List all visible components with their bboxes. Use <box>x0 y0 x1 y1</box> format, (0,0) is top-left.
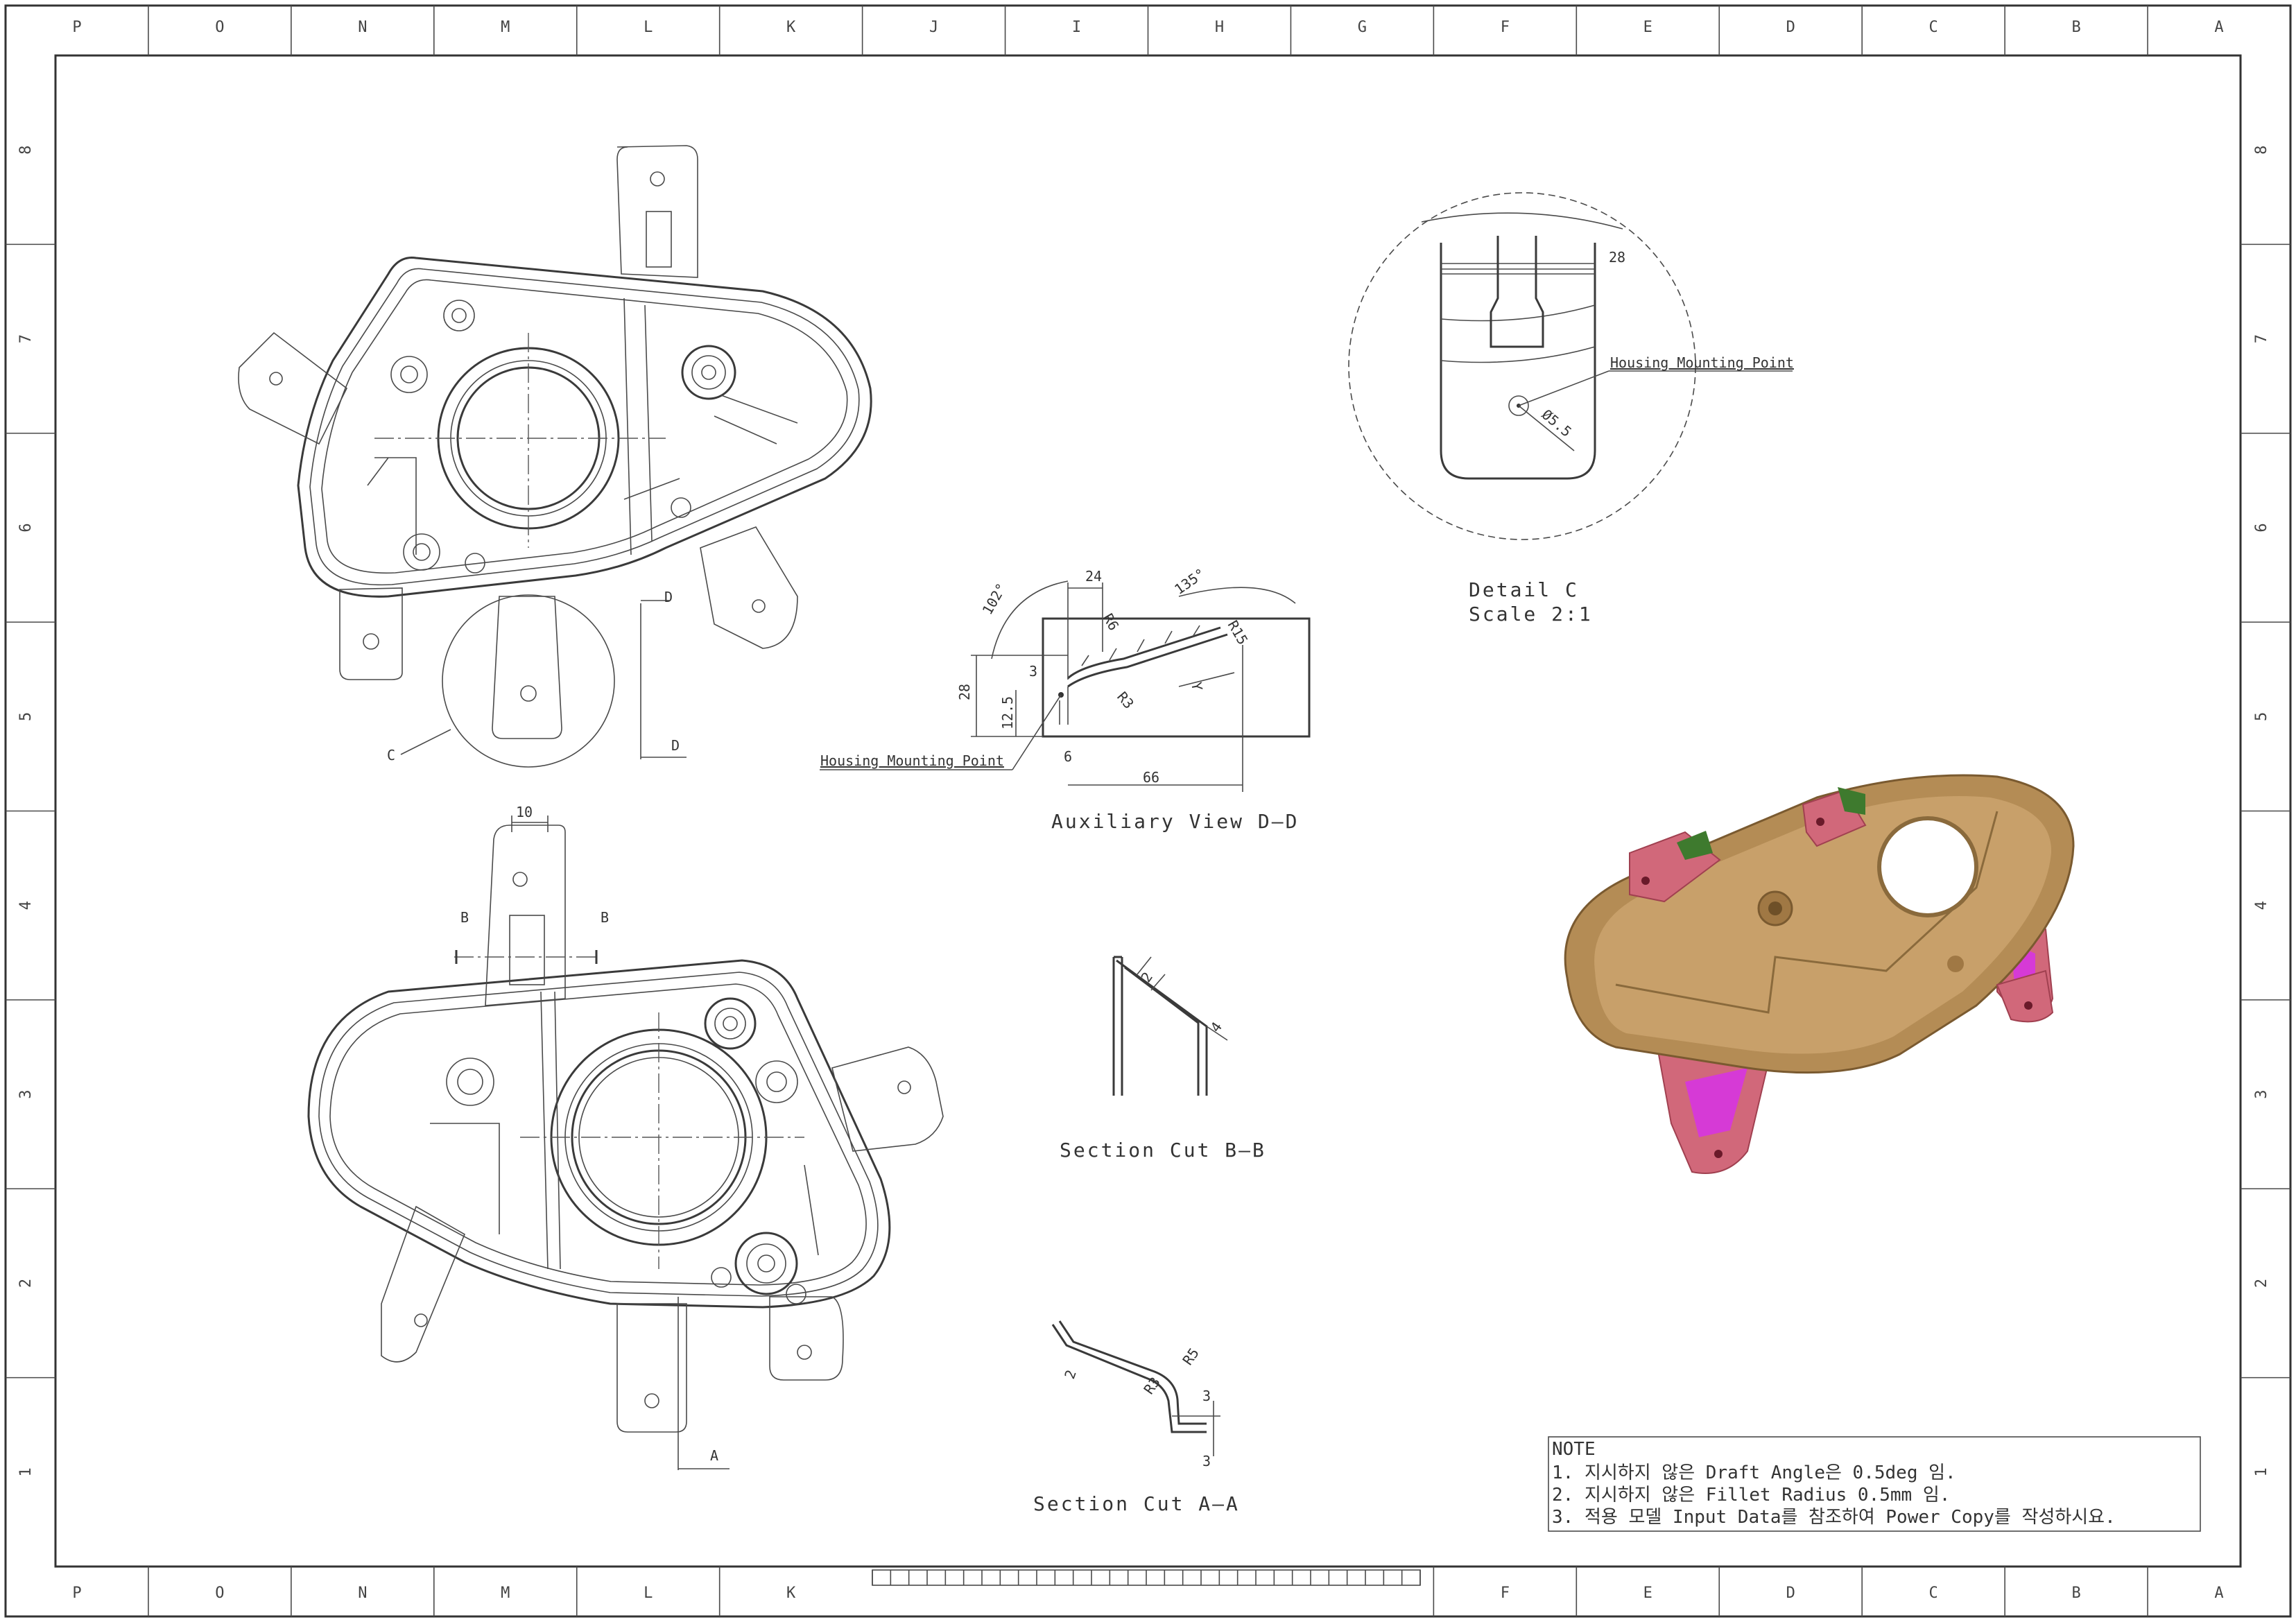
zone-number-left: 5 <box>17 712 35 721</box>
bottom-view: 10 B B A <box>307 804 944 1470</box>
zone-letter-top: M <box>501 19 510 36</box>
zone-number-right: 8 <box>2253 146 2270 155</box>
zone-letter-bottom: B <box>2071 1585 2080 1602</box>
section-aa-dim-3a: 3 <box>1202 1388 1211 1404</box>
zone-number-left: 7 <box>17 334 35 343</box>
zone-number-left: 2 <box>17 1279 35 1288</box>
zone-number-left: 3 <box>17 1089 35 1098</box>
zone-letter-bottom: F <box>1501 1585 1510 1602</box>
zone-number-left: 8 <box>17 146 35 155</box>
section-d-marker-bottom: D <box>671 737 680 754</box>
zone-number-left: 4 <box>17 901 35 910</box>
section-bb-title: Section Cut B–B <box>1060 1139 1266 1162</box>
zone-letter-bottom: L <box>644 1585 653 1602</box>
detail-c-boundary <box>442 594 615 768</box>
aux-dim-r3: R3 <box>1114 689 1137 712</box>
aux-dim-102: 102° <box>979 580 1010 618</box>
zone-letter-bottom: A <box>2214 1585 2223 1602</box>
aux-dim-6: 6 <box>1064 748 1072 765</box>
zone-letter-top: K <box>786 19 796 36</box>
section-aa-dim-r5: R5 <box>1179 1345 1202 1368</box>
zone-letter-top: N <box>358 19 367 36</box>
section-bb-dim-4: 4 <box>1207 1019 1225 1035</box>
section-aa-view: 2 R3 R5 3 3 Section Cut A–A <box>1033 1320 1240 1515</box>
isometric-render <box>1564 774 2075 1174</box>
section-aa-dim-2: 2 <box>1061 1368 1080 1381</box>
section-aa-dim-3b: 3 <box>1202 1453 1211 1469</box>
zone-number-right: 5 <box>2253 712 2270 721</box>
notes-block: NOTE 1. 지시하지 않은 Draft Angle은 0.5deg 임. 2… <box>1548 1436 2201 1532</box>
section-b-marker-left: B <box>460 909 469 926</box>
notes-heading: NOTE <box>1552 1439 1596 1460</box>
scale-ruler <box>872 1569 1421 1586</box>
aux-dim-r15: R15 <box>1225 618 1252 648</box>
detail-c-scale: Scale 2:1 <box>1469 603 1593 625</box>
zone-letter-top: L <box>644 19 653 36</box>
zone-letter-top: O <box>215 19 224 36</box>
aux-dim-24: 24 <box>1085 568 1102 585</box>
zone-number-right: 4 <box>2253 901 2270 910</box>
aux-dim-135: 135° <box>1171 565 1208 598</box>
zone-letter-top: I <box>1072 19 1081 36</box>
aux-leader-label: Housing Mounting Point <box>820 752 1004 769</box>
note-line-1: 1. 지시하지 않은 Draft Angle은 0.5deg 임. <box>1552 1463 1956 1483</box>
zone-number-right: 7 <box>2253 334 2270 343</box>
zone-letter-bottom: D <box>1786 1585 1795 1602</box>
bottom-view-dim-width: 10 <box>516 804 533 820</box>
zone-letter-top: C <box>1929 19 1938 36</box>
section-b-marker-right: B <box>601 909 609 926</box>
note-line-3: 3. 적용 모델 Input Data를 참조하여 Power Copy를 작성… <box>1552 1507 2116 1528</box>
zone-number-right: 6 <box>2253 523 2270 532</box>
detail-c-title: Detail C <box>1469 578 1579 601</box>
detail-c-dim-28: 28 <box>1609 249 1625 266</box>
zone-letter-top: B <box>2071 19 2080 36</box>
zone-letter-bottom: E <box>1643 1585 1652 1602</box>
zone-letter-top: E <box>1643 19 1652 36</box>
zone-letter-top: P <box>72 19 81 36</box>
aux-dim-y: Y <box>1188 681 1206 692</box>
section-a-marker: A <box>710 1447 718 1464</box>
top-view: C D D <box>238 145 872 768</box>
zone-number-right: 3 <box>2253 1089 2270 1098</box>
zone-letter-bottom: O <box>215 1585 224 1602</box>
zone-number-left: 1 <box>17 1467 35 1476</box>
zone-letter-top: J <box>929 19 938 36</box>
zone-letter-bottom: C <box>1929 1585 1938 1602</box>
section-bb-view: 2 4 Section Cut B–B <box>1060 956 1266 1162</box>
section-d-marker-top: D <box>664 589 673 605</box>
zone-letter-top: G <box>1358 19 1367 36</box>
detail-c-leader: Housing Mounting Point <box>1610 354 1794 371</box>
zone-letter-top: A <box>2214 19 2223 36</box>
aux-dim-28: 28 <box>956 684 973 700</box>
detail-c-marker: C <box>387 747 395 763</box>
auxiliary-view-dd: Housing Mounting Point 24 102° 135° R6 R… <box>820 565 1311 833</box>
detail-c-view: 28 Housing Mounting Point Ø5.5 Detail C … <box>1348 192 1794 625</box>
aux-view-title: Auxiliary View D–D <box>1051 810 1299 833</box>
zone-letter-bottom: K <box>786 1585 796 1602</box>
zone-letter-top: D <box>1786 19 1795 36</box>
section-aa-title: Section Cut A–A <box>1033 1492 1240 1515</box>
zone-number-right: 2 <box>2253 1279 2270 1288</box>
zone-letter-bottom: P <box>72 1585 81 1602</box>
zone-letter-bottom: N <box>358 1585 367 1602</box>
section-bb-dim-2: 2 <box>1137 969 1156 985</box>
note-line-2: 2. 지시하지 않은 Fillet Radius 0.5mm 임. <box>1552 1485 1950 1505</box>
aux-dim-12-5: 12.5 <box>999 696 1016 730</box>
zone-letter-top: H <box>1215 19 1224 36</box>
zone-letter-top: F <box>1501 19 1510 36</box>
zone-number-left: 6 <box>17 523 35 532</box>
zone-number-right: 1 <box>2253 1467 2270 1476</box>
detail-c-dim-hole: Ø5.5 <box>1539 406 1575 440</box>
aux-dim-3: 3 <box>1029 663 1037 680</box>
zone-letter-bottom: M <box>501 1585 510 1602</box>
aux-dim-66: 66 <box>1143 769 1159 786</box>
